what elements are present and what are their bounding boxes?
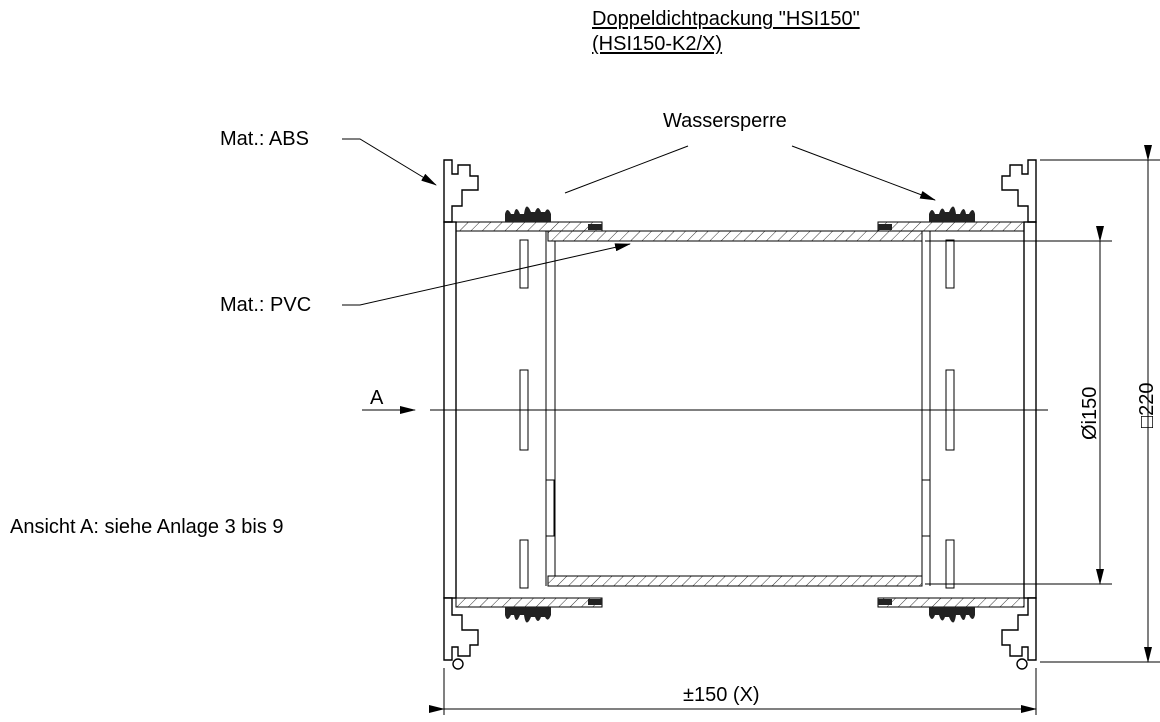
abs-housing-right [1001,159,1037,670]
hatched-sections [455,221,1025,608]
water-barrier-label: Wassersperre [663,110,787,132]
length-dimension [429,668,1037,715]
length-dimension-text: ±150 (X) [683,684,760,706]
view-marker-label: A [370,387,384,409]
material-pvc-label: Mat.: PVC [220,294,312,316]
outer-size-dimension [1040,145,1160,663]
abs-housing-left [443,159,479,670]
view-note-label: Ansicht A: siehe Anlage 3 bis 9 [10,516,284,538]
drawing-subtitle: (HSI150-K2/X) [592,33,723,55]
clip-slots [519,239,955,589]
pvc-pipe [545,231,931,586]
drawing-title: Doppeldichtpackung "HSI150" [592,8,860,30]
water-barrier-seals [505,206,975,623]
inner-diameter-dimension [925,226,1112,585]
leader-lines [342,138,936,414]
material-abs-label: Mat.: ABS [220,128,309,150]
